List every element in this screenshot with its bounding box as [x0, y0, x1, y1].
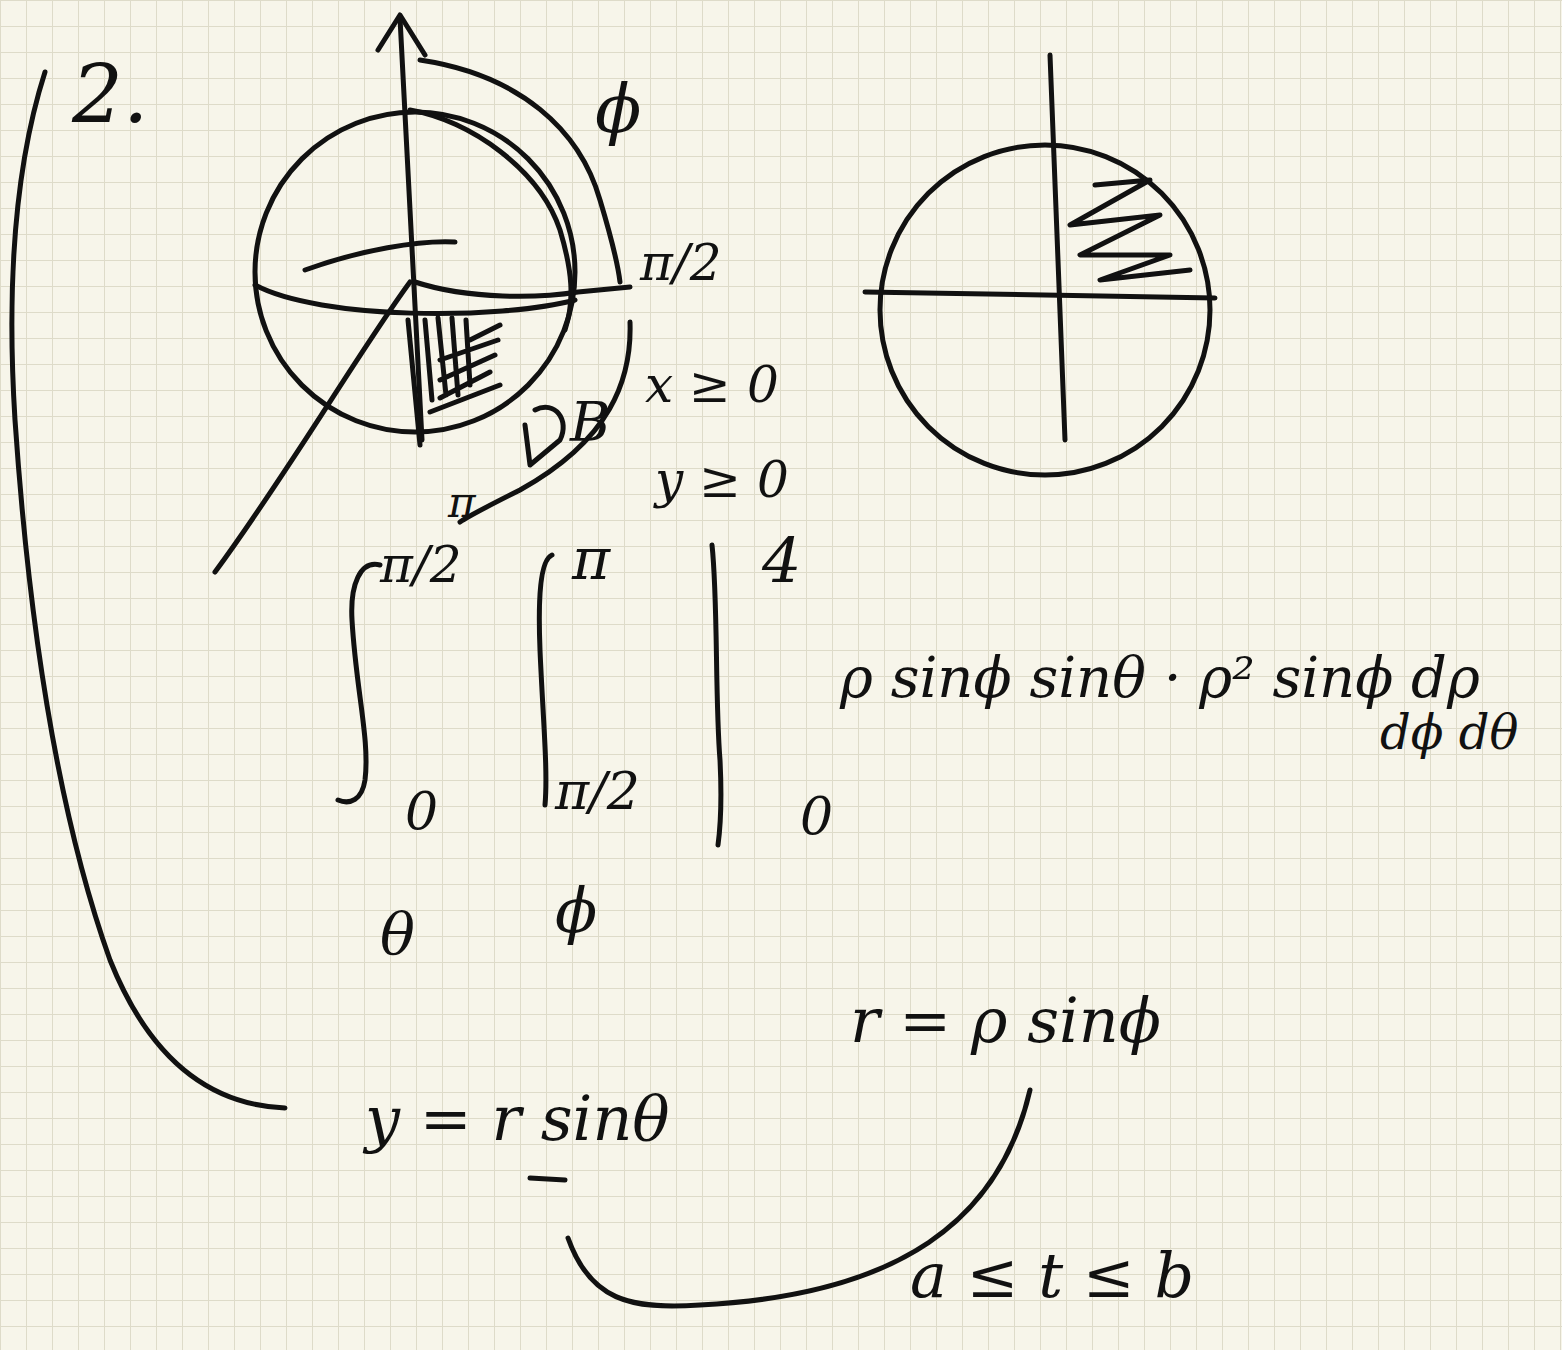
x-axis [865, 292, 1215, 298]
equator-back [305, 242, 455, 270]
handwritten-label: y ≥ 0 [655, 455, 789, 505]
handwritten-label: dϕ dθ [1380, 708, 1518, 756]
meridian [410, 110, 571, 330]
handwritten-label: 0 [405, 785, 438, 837]
handwritten-label: 2. [72, 55, 148, 135]
y-axis [1050, 55, 1065, 440]
integral-sign [539, 555, 552, 805]
hatching [1070, 180, 1190, 280]
handwritten-label: π/2 [380, 540, 462, 590]
handwritten-label: ρ sinϕ sinθ · ρ² sinϕ dρ [840, 650, 1480, 706]
handwritten-label: θ [380, 905, 415, 963]
handwritten-label: ϕ [595, 75, 641, 143]
handwritten-label: B [570, 395, 610, 450]
handwritten-label: ϕ [555, 880, 597, 942]
arrowhead [378, 15, 425, 55]
circle [880, 145, 1210, 475]
brace [12, 72, 285, 1108]
hatching [408, 318, 500, 445]
theta-arc [460, 322, 630, 522]
handwritten-label: π [448, 482, 476, 524]
handwritten-label: a ≤ t ≤ b [910, 1245, 1194, 1307]
handwritten-label: 4 [762, 530, 801, 592]
integral-sign [712, 545, 721, 845]
handwritten-label: x ≥ 0 [645, 360, 779, 410]
handwritten-label: 0 [800, 790, 833, 842]
x-axis [415, 282, 630, 296]
handwritten-label: π/2 [555, 765, 640, 817]
region-mark [525, 407, 563, 465]
handwritten-label: y = r sinθ [365, 1088, 670, 1150]
handwritten-label: r = ρ sinϕ [850, 990, 1161, 1052]
handwritten-label: π/2 [640, 238, 722, 288]
integral-sign [338, 564, 380, 801]
y-axis [215, 282, 410, 572]
handwritten-label: π [572, 530, 610, 588]
underline [530, 1178, 565, 1180]
